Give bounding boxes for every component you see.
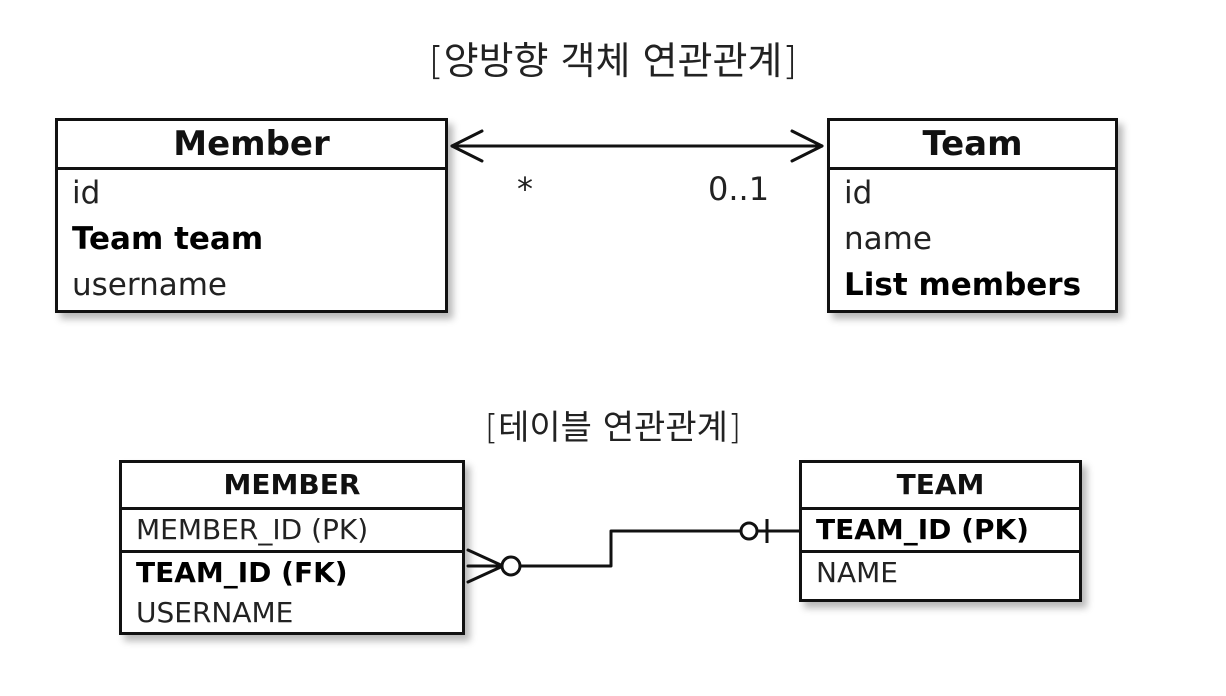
er-relationship-line [519, 529, 801, 568]
team-field-members: List members [844, 267, 1082, 303]
team-field-id: id [844, 175, 873, 211]
member-multiplicity-label: * [517, 170, 533, 208]
team-multiplicity-label: 0..1 [708, 170, 770, 208]
member-table-name: MEMBER [122, 463, 462, 510]
optional-circle-icon [500, 555, 522, 577]
member-table-pk-column: MEMBER_ID (PK) [122, 510, 462, 553]
member-field-username: username [72, 267, 227, 303]
crows-foot-many-icon [466, 548, 505, 584]
optional-circle-team-icon [739, 521, 759, 541]
team-class-box: Team id name List members [827, 118, 1118, 313]
member-class-box: Member id Team team username [55, 118, 448, 313]
team-field-name: name [844, 221, 932, 257]
member-class-name: Member [58, 121, 445, 170]
team-table-name-column: NAME [816, 556, 898, 589]
team-table-name: TEAM [802, 463, 1079, 510]
member-table-box: MEMBER MEMBER_ID (PK) TEAM_ID (FK) USERN… [119, 460, 465, 635]
member-table-username-column: USERNAME [136, 596, 294, 629]
member-field-team: Team team [72, 221, 264, 257]
member-table-fk-column: TEAM_ID (FK) [136, 556, 348, 589]
bidirectional-association-arrow [450, 129, 824, 163]
object-diagram-title: [양방향 객체 연관관계] [428, 39, 798, 83]
team-table-box: TEAM TEAM_ID (PK) NAME [799, 460, 1082, 602]
table-diagram-title: [테이블 연관관계] [484, 408, 742, 448]
member-field-id: id [72, 175, 101, 211]
team-class-name: Team [830, 121, 1115, 170]
team-table-pk-column: TEAM_ID (PK) [802, 510, 1079, 553]
